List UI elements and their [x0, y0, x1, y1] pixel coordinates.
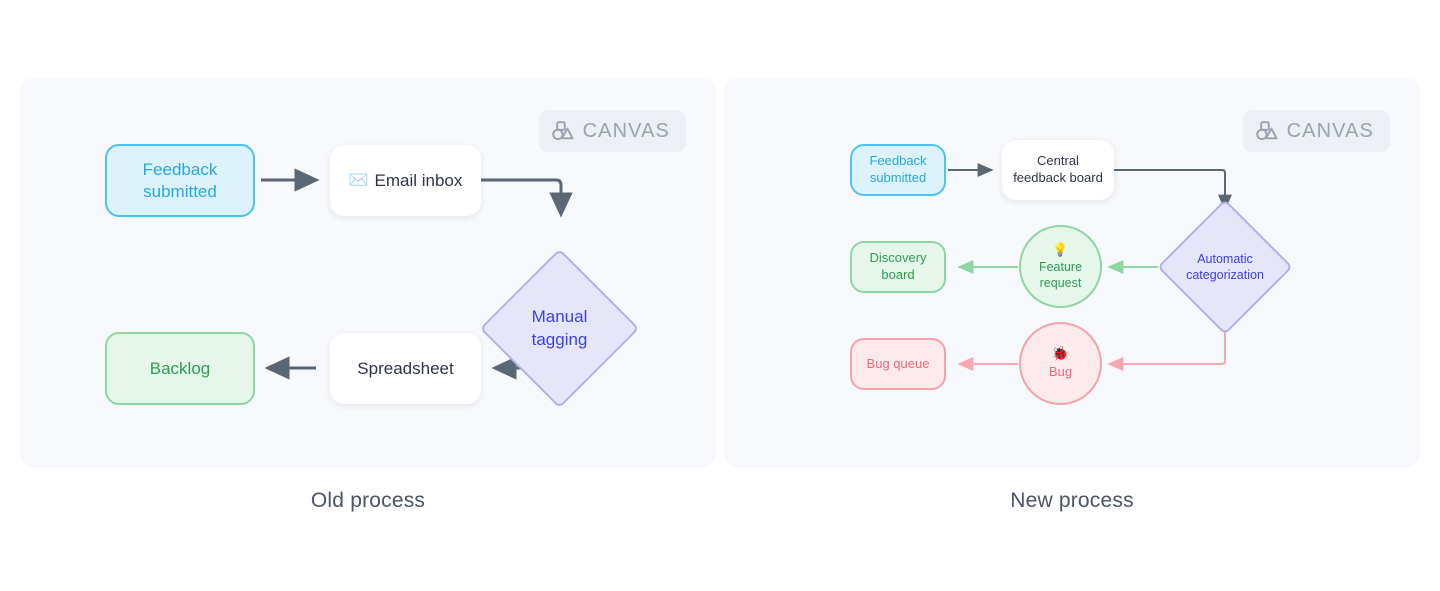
canvas-badge-label: CANVAS	[1286, 119, 1374, 142]
node-discovery-board[interactable]: Discovery board	[850, 241, 946, 293]
node-label-line: Email inbox	[374, 170, 463, 190]
node-backlog[interactable]: Backlog	[105, 332, 255, 405]
node-label-line: feedback board	[1013, 170, 1103, 185]
node-manual-tagging[interactable]: Manual tagging	[479, 248, 640, 409]
node-label-line: request	[1039, 275, 1082, 290]
node-label-line: Automatic	[1197, 251, 1253, 266]
canvas-badge-old[interactable]: CANVAS	[538, 110, 686, 152]
new-process-caption: New process	[1010, 489, 1134, 512]
node-label-line: Feedback	[142, 159, 218, 179]
node-label-line: categorization	[1186, 268, 1264, 282]
node-label-line: Feature	[1038, 259, 1083, 274]
lightbulb-icon: 💡	[1052, 241, 1069, 257]
node-label-line: Spreadsheet	[357, 358, 454, 378]
shapes-icon	[1255, 121, 1278, 141]
node-email-inbox[interactable]: ✉️ Email inbox	[330, 145, 481, 216]
node-label-line: Central	[1037, 153, 1079, 169]
node-label-line: Manual	[531, 307, 588, 327]
node-feedback-submitted[interactable]: Feedback submitted	[105, 144, 255, 217]
node-feature-request[interactable]: 💡 Feature request	[1019, 225, 1102, 308]
node-label-line: submitted	[143, 181, 217, 201]
node-bug-queue[interactable]: Bug queue	[850, 338, 946, 390]
new-process-panel[interactable]: CANVAS	[724, 78, 1420, 468]
node-label-line: board	[881, 267, 915, 282]
shapes-icon	[551, 121, 574, 141]
node-automatic-categorization[interactable]: Automatic categorization	[1157, 199, 1293, 335]
diamond-label: Automatic categorization	[1177, 219, 1273, 315]
node-label-line: Bug queue	[866, 355, 930, 371]
node-label-line: tagging	[531, 329, 588, 349]
old-process-panel[interactable]: CANVAS Feedback submitted ✉️	[20, 78, 716, 468]
node-feedback-submitted[interactable]: Feedback submitted	[850, 144, 946, 196]
node-bug[interactable]: 🐞 Bug	[1019, 322, 1102, 405]
node-central-feedback-board[interactable]: Central feedback board	[1002, 140, 1114, 200]
node-label-line: Feedback	[869, 153, 927, 169]
node-label-line: submitted	[869, 170, 927, 185]
node-label-line: Bug	[1048, 364, 1073, 380]
node-label-line: Discovery	[869, 250, 927, 266]
diamond-label: Manual tagging	[503, 272, 616, 385]
node-spreadsheet[interactable]: Spreadsheet	[330, 333, 481, 404]
node-label-line: Backlog	[149, 358, 211, 378]
canvas-badge-label: CANVAS	[582, 119, 670, 142]
envelope-icon: ✉️	[348, 171, 369, 189]
old-process-caption: Old process	[310, 489, 426, 512]
canvas-badge-new[interactable]: CANVAS	[1242, 110, 1390, 152]
ladybug-icon: 🐞	[1051, 345, 1070, 362]
